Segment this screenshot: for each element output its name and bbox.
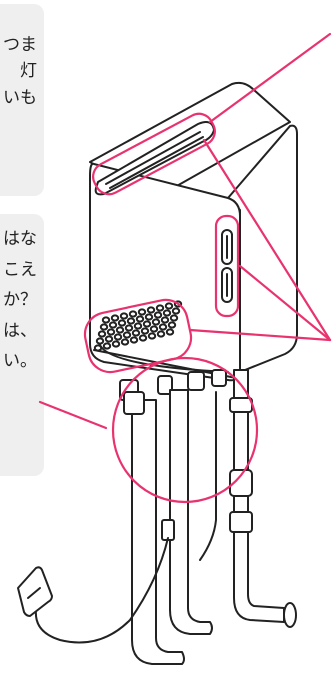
- callout-line: [208, 32, 332, 124]
- vent-hole: [138, 334, 148, 342]
- vent-hole: [158, 323, 168, 331]
- vent-hole: [122, 331, 132, 339]
- vent-hole: [108, 321, 118, 329]
- power-cord: [17, 537, 169, 644]
- vent-hole: [111, 340, 121, 348]
- callout-line: [238, 264, 332, 342]
- vent-hole: [164, 302, 174, 310]
- callout-line: [202, 138, 332, 342]
- vent-hole: [115, 326, 125, 334]
- vent-hole: [113, 333, 123, 341]
- note-line: いも: [3, 87, 37, 108]
- vent-hole: [156, 330, 166, 338]
- note-line: 灯: [20, 61, 37, 82]
- vent-hole: [155, 304, 165, 312]
- vent-hole: [110, 314, 120, 322]
- vent-hole: [142, 320, 152, 328]
- vent-hole: [124, 324, 134, 332]
- vent-hole: [131, 329, 141, 337]
- vent-hole: [165, 328, 175, 336]
- vent-hole: [119, 312, 129, 320]
- vent-hole: [129, 336, 139, 344]
- side-vents: [221, 229, 233, 303]
- vent-hole: [128, 310, 138, 318]
- vent-hole: [153, 311, 163, 319]
- callout-line: [188, 328, 332, 342]
- note-line: か？: [3, 290, 37, 310]
- heater-side-face: [227, 124, 298, 373]
- vent-hole: [144, 313, 154, 321]
- note-line: つま: [3, 35, 37, 55]
- vent-hole: [147, 332, 157, 340]
- vent-hole: [95, 337, 105, 345]
- vent-hole: [151, 318, 161, 326]
- bottom-vent-highlight: [83, 298, 193, 374]
- vent-hole: [126, 317, 136, 325]
- side-vent-highlight: [214, 214, 240, 318]
- vent-hole: [93, 344, 103, 352]
- vent-hole: [137, 308, 147, 316]
- vent-hole: [99, 323, 109, 331]
- vent-hole: [169, 314, 179, 322]
- vent-hole: [135, 315, 145, 323]
- bottom-vent: [93, 300, 183, 352]
- note-line: はな: [3, 229, 37, 249]
- vent-hole: [97, 330, 107, 338]
- vent-hole: [167, 321, 177, 329]
- vent-hole: [162, 309, 172, 317]
- vent-hole: [102, 342, 112, 350]
- vent-hole: [133, 322, 143, 330]
- vent-hole: [140, 327, 150, 335]
- vent-hole: [149, 325, 159, 333]
- top-vent-highlight: [92, 112, 216, 196]
- vent-hole: [146, 306, 156, 314]
- top-vent: [94, 121, 215, 196]
- vent-hole: [160, 316, 170, 324]
- vent-hole: [104, 335, 114, 343]
- note-line: こえ: [3, 259, 37, 280]
- vent-hole: [117, 319, 127, 327]
- callout-line: [38, 400, 108, 430]
- heater-front-face: [89, 162, 241, 382]
- top-note-card: つま 灯 いも: [0, 4, 44, 196]
- vent-hole: [120, 338, 130, 346]
- vent-hole: [171, 307, 181, 315]
- fittings-highlight: [111, 356, 259, 504]
- mid-note-card: はな こえ か？ は、 い。: [0, 214, 44, 476]
- vent-hole: [106, 328, 116, 336]
- pipes: [123, 369, 297, 665]
- note-line: い。: [3, 351, 37, 371]
- note-line: は、: [3, 320, 37, 341]
- vent-hole: [101, 316, 111, 324]
